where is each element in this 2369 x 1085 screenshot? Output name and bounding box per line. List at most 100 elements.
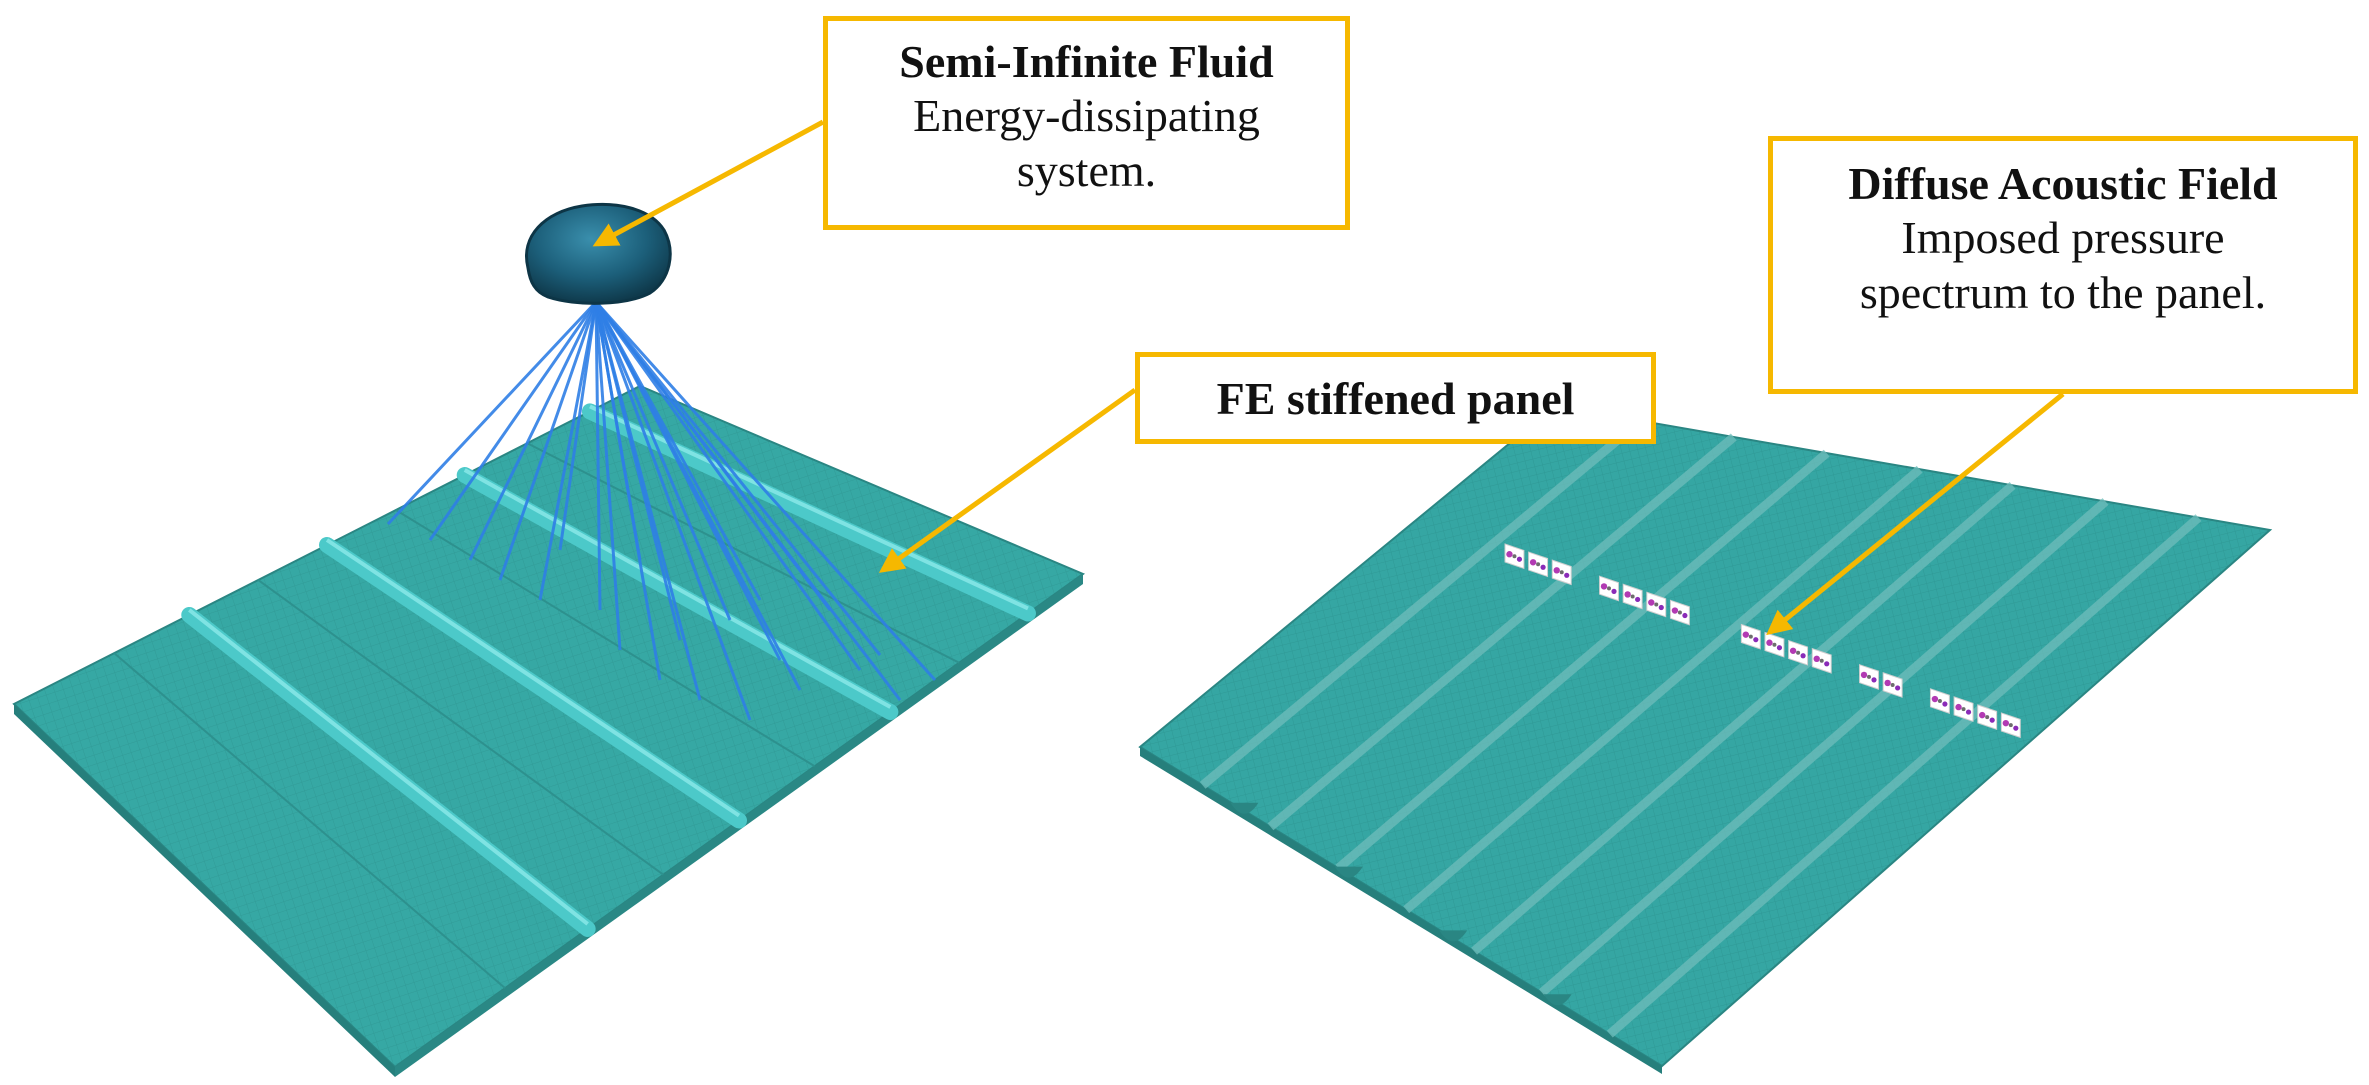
- daf-tile-dot: [1654, 602, 1659, 607]
- right-stiffener-profile: [1439, 930, 1468, 942]
- left-stiffener: [456, 467, 899, 721]
- right-stiffener: [1335, 449, 1830, 872]
- daf-tile-dot: [1600, 583, 1608, 590]
- daf-callout-title: Diffuse Acoustic Field: [1848, 158, 2278, 209]
- daf-tile-dot: [1937, 699, 1942, 704]
- right-stiffener-profile: [1230, 802, 1259, 814]
- left-mesh-line: [257, 579, 664, 876]
- daf-tile-dot: [1658, 604, 1664, 611]
- right-stiffeners: [1199, 417, 2202, 1038]
- daf-tile-dot: [1942, 701, 1948, 707]
- fluid-callout-title: Semi-Infinite Fluid: [899, 36, 1274, 87]
- diffuse-acoustic-field-callout: Diffuse Acoustic Field Imposed pressure …: [1768, 136, 2358, 394]
- diffuse-acoustic-field-strip: [1504, 543, 2021, 739]
- daf-tile-dot: [1890, 682, 1895, 687]
- daf-tile-dot: [1682, 612, 1688, 619]
- fluid-coupling-rays: [386, 300, 937, 721]
- daf-tile-dot: [1753, 637, 1759, 643]
- daf-tile-dot: [1776, 645, 1783, 651]
- right-stiffener: [1267, 433, 1737, 831]
- daf-tile-dot: [1772, 642, 1777, 647]
- right-stiffener: [1403, 465, 1923, 914]
- left-mesh-line: [395, 509, 816, 768]
- left-stiffener: [581, 403, 1036, 622]
- right-stiffener: [1538, 498, 2109, 997]
- daf-tile-dot: [1965, 709, 1972, 715]
- right-stiffener: [1471, 481, 2016, 955]
- right-stiffener-profile: [1334, 866, 1363, 878]
- left-stiffener-highlight: [463, 468, 892, 709]
- fluid-callout-arrow: [592, 119, 825, 247]
- daf-tile-dot: [2008, 723, 2013, 728]
- semi-infinite-fluid-callout: Semi-Infinite Fluid Energy-dissipating s…: [823, 16, 1350, 230]
- daf-tile-dot: [1564, 572, 1570, 578]
- daf-tile-dot: [1895, 685, 1901, 691]
- left-stiffener-highlight: [589, 404, 1029, 611]
- left-stiffener: [319, 537, 747, 829]
- daf-tile-dot: [1536, 562, 1541, 567]
- daf-tile-dot: [1961, 707, 1966, 712]
- daf-tile-dot: [1813, 655, 1820, 663]
- daf-tile-dot: [1800, 653, 1806, 659]
- daf-tile-dot: [1512, 554, 1517, 559]
- daf-tile-dot: [1677, 610, 1682, 615]
- daf-tile-dot: [1884, 679, 1891, 687]
- daf-tile-dot: [1955, 703, 1962, 711]
- daf-callout-line2: spectrum to the panel.: [1859, 266, 2267, 318]
- daf-tile-dot: [1789, 647, 1797, 654]
- daf-tile-dot: [1824, 661, 1830, 667]
- coupling-ray: [594, 301, 602, 611]
- left-mesh-line: [113, 652, 506, 989]
- right-stiffener: [1199, 417, 1644, 789]
- daf-tile-dot: [1931, 695, 1939, 703]
- daf-tile-dot: [1630, 594, 1635, 599]
- daf-tile-dot: [1766, 639, 1773, 646]
- daf-tile-dot: [1540, 564, 1546, 570]
- daf-tile-dot: [1742, 631, 1750, 638]
- coupling-ray: [428, 301, 598, 541]
- left-stiffener-highlight: [325, 538, 741, 818]
- coupling-ray: [386, 300, 598, 526]
- panel-callout-title: FE stiffened panel: [1216, 373, 1575, 424]
- daf-tile-dot: [1819, 658, 1824, 663]
- panel-callout-arrow: [878, 387, 1137, 573]
- right-stiffener: [1606, 514, 2202, 1038]
- coupling-ray: [594, 301, 732, 621]
- daf-tile-dot: [2002, 719, 2010, 727]
- left-stiffener: [181, 606, 596, 937]
- daf-tile-dot: [1607, 586, 1611, 591]
- left-stiffener-highlight: [188, 608, 589, 926]
- coupling-ray: [538, 301, 598, 601]
- daf-tile-dot: [1867, 674, 1871, 679]
- daf-tile-dot: [1671, 607, 1679, 614]
- daf-tile-dot: [1553, 567, 1560, 574]
- coupling-ray: [594, 301, 882, 656]
- coupling-ray: [498, 301, 598, 581]
- daf-tile-dot: [1648, 599, 1655, 606]
- left-stiffeners: [113, 403, 1036, 989]
- daf-tile-dot: [1796, 650, 1801, 655]
- left-fe-panel: [12, 384, 1086, 1077]
- coupling-ray: [594, 301, 662, 681]
- coupling-ray: [468, 301, 598, 561]
- coupling-ray: [594, 301, 622, 651]
- fe-stiffened-panel-callout: FE stiffened panel: [1135, 352, 1656, 444]
- daf-tile-dot: [2013, 725, 2019, 731]
- daf-tile-dot: [1635, 596, 1641, 603]
- right-stiffener-profile: [1543, 994, 1572, 1006]
- daf-tile-dot: [1985, 715, 1990, 720]
- fluid-callout-line1: Energy-dissipating: [913, 90, 1260, 142]
- coupling-ray: [594, 301, 702, 701]
- daf-callout-line1: Imposed pressure: [1901, 212, 2225, 264]
- daf-tile-dot: [1624, 591, 1631, 598]
- right-panel-edge: [1140, 747, 1662, 1074]
- coupling-ray: [594, 301, 752, 721]
- daf-tile-dot: [1506, 551, 1513, 558]
- daf-tile-dot: [1871, 677, 1877, 683]
- coupling-ray: [594, 301, 902, 701]
- daf-tile-dot: [1516, 556, 1523, 562]
- daf-tile-dot: [1860, 671, 1868, 679]
- daf-callout-arrow: [1766, 392, 2065, 636]
